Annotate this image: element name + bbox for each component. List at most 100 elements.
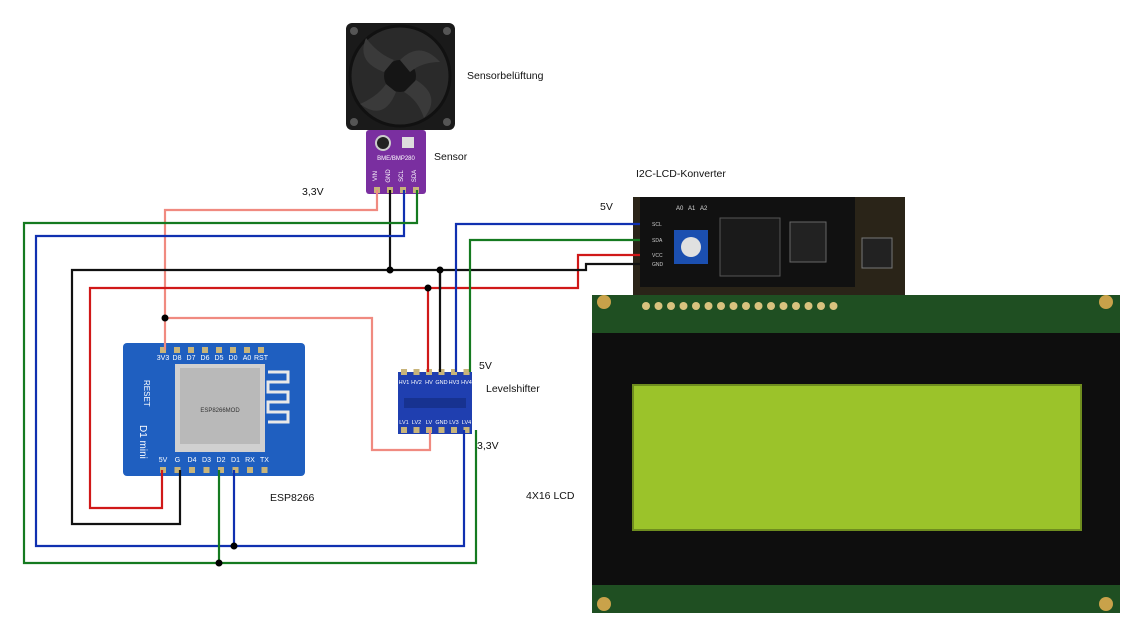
esp-bottom-pin-label: D2 — [217, 457, 226, 464]
conv-address-label: A1 — [688, 206, 696, 212]
esp-top-pin-label: A0 — [243, 355, 252, 362]
wire-scl-sensor — [34, 190, 466, 548]
sensor-pin-label: SCL — [399, 170, 405, 182]
lcd-header-pin — [804, 302, 813, 310]
lcd-header-pin — [704, 302, 713, 310]
sensor-pin-label: VIN — [373, 171, 379, 181]
sensor-pin-label: GND — [386, 169, 392, 183]
esp-top-pin — [244, 347, 250, 353]
conv-pin-label: GND — [652, 262, 664, 268]
lcd-header-pin — [729, 302, 738, 310]
esp-module-text: ESP8266MOD — [200, 408, 240, 414]
esp-top-pin — [188, 347, 194, 353]
conv-address-label: A0 — [676, 206, 684, 212]
ls-top-pin-label: HV — [425, 380, 433, 386]
ls-bottom-pin-label: LV4 — [462, 420, 471, 426]
converter-pin-labels: GND VCC SDA SCL — [652, 222, 664, 268]
wire-gnd-main — [70, 190, 392, 526]
lcd-label: 4X16 LCD — [526, 490, 575, 502]
ls-top-pin — [401, 369, 407, 375]
wire-gnd-lcd — [390, 262, 640, 272]
converter-address-labels: A0 A1 A2 — [676, 206, 708, 212]
esp-bottom-pin — [218, 467, 224, 473]
ls-top-pin-label: HV4 — [461, 380, 472, 386]
esp-side-label: D1 mini — [137, 425, 148, 459]
esp-bottom-pin-label: D1 — [231, 457, 240, 464]
wire-scl-lcd — [454, 222, 640, 372]
esp-top-pin-label: 3V3 — [157, 355, 170, 362]
ls-bottom-pin-label: GND — [435, 420, 447, 426]
esp-top-pin — [202, 347, 208, 353]
ls-top-pin — [438, 369, 445, 375]
ls-top-pin-label: HV1 — [399, 380, 410, 386]
ls-top-pin-label: HV2 — [411, 380, 422, 386]
lcd-header-pin — [692, 302, 700, 310]
esp-top-pin — [258, 347, 264, 353]
ls-bottom-pin — [451, 427, 457, 433]
esp-bottom-pin-label: 5V — [159, 457, 168, 464]
lcd-header-pin — [767, 302, 775, 310]
esp-top-pin-label: D7 — [187, 355, 196, 362]
ls-bottom-pin-label: LV1 — [399, 420, 408, 426]
conv-pin-label: SDA — [652, 238, 663, 244]
esp-top-pin-label: RST — [254, 355, 269, 362]
ls-bottom-pin-label: LV3 — [449, 420, 458, 426]
lcd-header-pin — [754, 302, 763, 310]
lcd-header-pin — [717, 302, 725, 310]
esp-top-pin — [230, 347, 236, 353]
esp-bottom-pin-label: D3 — [202, 457, 211, 464]
conv-pin-label: SCL — [652, 222, 662, 228]
esp-bottom-pin-label: RX — [245, 457, 255, 464]
ls-bottom-pin — [401, 427, 407, 433]
junctions — [161, 266, 444, 567]
ls-low-voltage-label: 3,3V — [477, 440, 499, 452]
esp-top-pin — [160, 347, 166, 353]
esp-top-pin-label: D0 — [229, 355, 238, 362]
conv-address-label: A2 — [700, 206, 708, 212]
wire-3v3-sensor — [163, 190, 379, 350]
wire-5v-lcd — [88, 253, 640, 510]
wire-sda-sensor — [22, 190, 478, 565]
esp-bottom-pin-label: G — [175, 457, 180, 464]
ls-top-pin — [463, 369, 470, 375]
esp-bottom-pin-labels: 5V G D4 D3 D2 D1 RX TX — [159, 457, 269, 473]
esp-bottom-pin-label: D4 — [188, 457, 197, 464]
sensor-pin-label: SDA — [412, 170, 418, 182]
esp-bottom-pin — [261, 467, 268, 473]
ls-top-pin — [451, 369, 457, 375]
esp-label: ESP8266 — [270, 492, 315, 504]
lcd-voltage-label: 5V — [600, 201, 613, 213]
sensor-label: Sensor — [434, 151, 468, 163]
lcd-header-pin — [829, 302, 838, 310]
lcd-header-pin — [742, 302, 750, 310]
conv-pin-label: VCC — [652, 253, 663, 259]
esp-top-pin-label: D8 — [173, 355, 182, 362]
esp-top-pin — [174, 347, 180, 353]
ls-bottom-pin-label: LV — [426, 420, 433, 426]
i2c-converter-board: GND VCC SDA SCL A0 A1 A2 — [633, 197, 905, 295]
ls-bottom-pin-label: LV2 — [412, 420, 421, 426]
sensor-chip-name: BME/BMP280 — [377, 156, 415, 162]
lcd-header-pin — [642, 302, 650, 310]
esp-bottom-pin — [174, 467, 181, 473]
ls-high-voltage-label: 5V — [479, 360, 492, 372]
esp-bottom-pin — [203, 467, 210, 473]
lcd-header-pin — [792, 302, 800, 310]
esp-top-pin-label: D5 — [215, 355, 224, 362]
levelshifter-label: Levelshifter — [486, 383, 540, 395]
lcd-header-pin — [779, 302, 788, 310]
lcd-display — [592, 295, 1120, 613]
esp-bottom-pin-label: TX — [260, 457, 269, 464]
lcd-header-pin — [679, 302, 688, 310]
wire-3v3-levelshifter — [165, 316, 432, 452]
lcd-header-pin — [817, 302, 825, 310]
esp-top-pin — [216, 347, 222, 353]
fan-image — [346, 23, 455, 130]
ls-top-pin — [413, 369, 420, 375]
fan-label: Sensorbelüftung — [467, 70, 544, 82]
esp-bottom-pin — [247, 467, 253, 473]
